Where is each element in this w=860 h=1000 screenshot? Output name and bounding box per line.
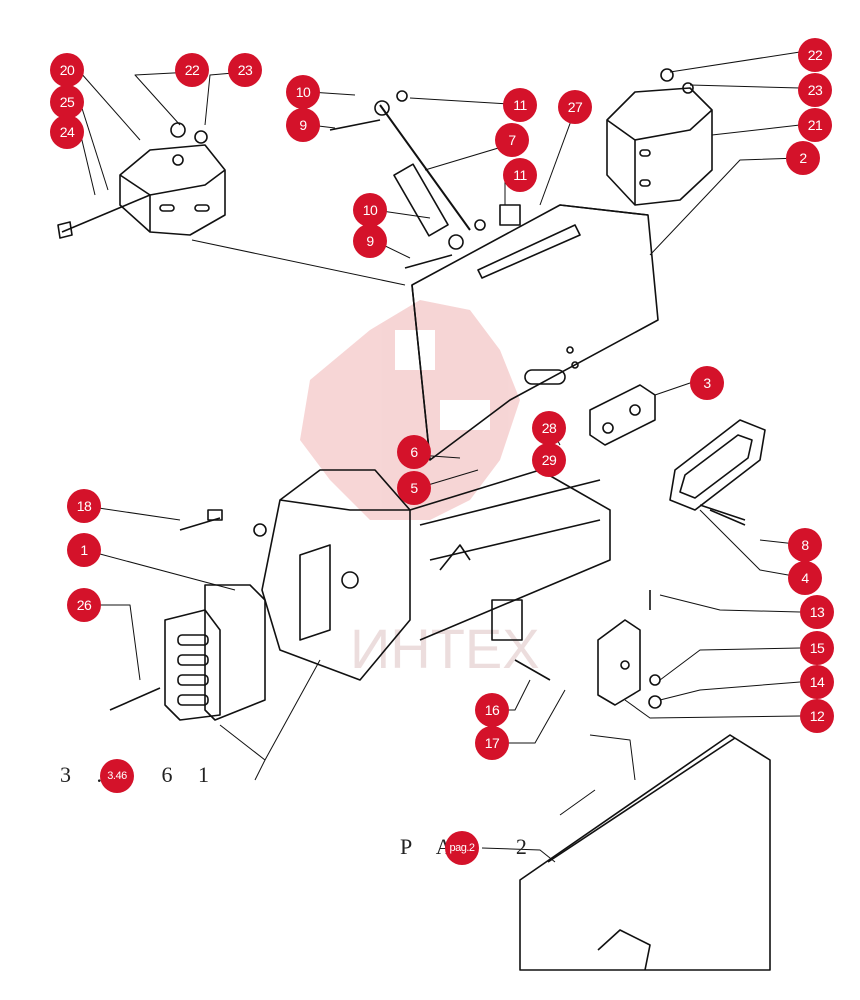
callout-18[interactable]: 18 [67, 489, 101, 523]
leader-lines [79, 51, 806, 863]
callout-6[interactable]: 6 [397, 435, 431, 469]
callout-10-lower[interactable]: 10 [353, 193, 387, 227]
callout-9[interactable]: 9 [286, 108, 320, 142]
callout-1[interactable]: 1 [67, 533, 101, 567]
reference-text-b: P A 2 [400, 834, 537, 859]
callout-8[interactable]: 8 [788, 528, 822, 562]
callout-17[interactable]: 17 [475, 726, 509, 760]
bolt-16 [514, 659, 551, 681]
callout-16[interactable]: 16 [475, 693, 509, 727]
cover-panel [411, 204, 659, 461]
bolt-26 [109, 687, 161, 711]
callout-2[interactable]: 2 [786, 141, 820, 175]
small-bracket [597, 590, 662, 709]
callout-21[interactable]: 21 [798, 108, 832, 142]
watermark-logo [300, 300, 520, 520]
callout-13[interactable]: 13 [800, 595, 834, 629]
switch-unit [589, 384, 656, 446]
callout-10[interactable]: 10 [286, 75, 320, 109]
callout-12[interactable]: 12 [800, 699, 834, 733]
callout-14[interactable]: 14 [800, 665, 834, 699]
left-bracket [57, 122, 226, 239]
callout-ref-346[interactable]: 3.46 [100, 759, 134, 793]
lower-panel [519, 734, 771, 971]
light-assembly [164, 584, 266, 721]
watermark-text: ИНТЕХ [350, 617, 540, 680]
callout-15[interactable]: 15 [800, 631, 834, 665]
callout-27[interactable]: 27 [558, 90, 592, 124]
callout-24[interactable]: 24 [50, 115, 84, 149]
callout-11[interactable]: 11 [503, 88, 537, 122]
callout-23[interactable]: 23 [228, 53, 262, 87]
callout-20[interactable]: 20 [50, 53, 84, 87]
callout-28[interactable]: 28 [532, 411, 566, 445]
main-frame [253, 469, 611, 681]
callout-26[interactable]: 26 [67, 588, 101, 622]
callout-4[interactable]: 4 [788, 561, 822, 595]
callout-11-lower[interactable]: 11 [503, 158, 537, 192]
callout-5[interactable]: 5 [397, 471, 431, 505]
callout-ref-pag2[interactable]: pag.2 [445, 831, 479, 865]
handle [669, 419, 766, 521]
callout-7[interactable]: 7 [495, 123, 529, 157]
callout-22[interactable]: 22 [175, 53, 209, 87]
reference-text-a: 3 . 6 1 [60, 762, 219, 787]
bolt-8 [709, 509, 746, 526]
callout-25[interactable]: 25 [50, 85, 84, 119]
callout-3[interactable]: 3 [690, 366, 724, 400]
gas-strut [329, 90, 521, 269]
callout-9-lower[interactable]: 9 [353, 224, 387, 258]
callout-29[interactable]: 29 [532, 443, 566, 477]
callout-23-right[interactable]: 23 [798, 73, 832, 107]
callout-22-right[interactable]: 22 [798, 38, 832, 72]
right-bracket [606, 68, 713, 206]
